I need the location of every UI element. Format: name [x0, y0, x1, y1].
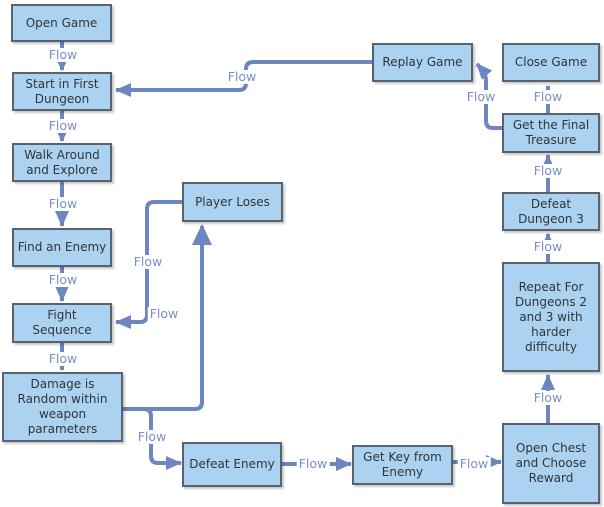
flow-label: Flow — [531, 89, 565, 104]
node-defeat-enemy[interactable]: Defeat Enemy — [182, 442, 282, 487]
flow-label: Flow — [135, 429, 169, 444]
flow-label: Flow — [46, 47, 80, 62]
flow-label: Flow — [296, 456, 330, 471]
flow-label: Flow — [131, 254, 165, 269]
node-label: Player Loses — [195, 194, 270, 209]
node-player-loses[interactable]: Player Loses — [182, 182, 283, 222]
node-label: Start in First Dungeon — [25, 76, 99, 106]
edge-damage-to-loses — [123, 224, 212, 411]
node-label: Get the Final Treasure — [512, 118, 590, 147]
node-walk-around[interactable]: Walk Around and Explore — [12, 143, 112, 182]
flow-label: Flow — [531, 390, 565, 405]
node-label: Defeat Enemy — [189, 457, 275, 471]
node-close-game[interactable]: Close Game — [502, 43, 600, 82]
flow-label: Flow — [46, 118, 80, 133]
node-damage-random[interactable]: Damage is Random within weapon parameter… — [2, 372, 123, 442]
node-find-enemy[interactable]: Find an Enemy — [12, 228, 112, 267]
flow-label: Flow — [46, 196, 80, 211]
node-label: Close Game — [514, 55, 588, 69]
node-open-game[interactable]: Open Game — [11, 4, 112, 42]
node-start-first-dungeon[interactable]: Start in First Dungeon — [12, 72, 112, 111]
node-get-final-treasure[interactable]: Get the Final Treasure — [502, 113, 600, 153]
node-label: Replay Game — [382, 55, 463, 69]
flow-label: Flow — [225, 69, 259, 84]
node-label: Get Key from Enemy — [363, 450, 442, 479]
node-label: Damage is Random within weapon parameter… — [17, 377, 108, 436]
node-label: Walk Around and Explore — [24, 147, 100, 177]
node-defeat-dungeon3[interactable]: Defeat Dungeon 3 — [502, 192, 600, 231]
flow-label: Flow — [464, 89, 498, 104]
node-fight-sequence[interactable]: Fight Sequence — [12, 303, 112, 343]
node-label: Find an Enemy — [17, 240, 107, 254]
node-get-key[interactable]: Get Key from Enemy — [352, 445, 453, 485]
flow-label: Flow — [46, 272, 80, 287]
node-label: Fight Sequence — [32, 308, 92, 337]
node-label: Repeat For Dungeons 2 and 3 with harder … — [514, 279, 588, 354]
flow-label: Flow — [147, 306, 181, 321]
node-repeat-dungeons[interactable]: Repeat For Dungeons 2 and 3 with harder … — [502, 262, 600, 372]
flow-label: Flow — [46, 351, 80, 366]
node-open-chest[interactable]: Open Chest and Choose Reward — [502, 423, 600, 504]
flow-label: Flow — [531, 239, 565, 254]
node-replay-game[interactable]: Replay Game — [372, 43, 473, 82]
node-label: Open Game — [25, 15, 98, 30]
flow-label: Flow — [457, 456, 491, 471]
node-label: Open Chest and Choose Reward — [515, 441, 587, 485]
node-label: Defeat Dungeon 3 — [518, 196, 584, 226]
flow-label: Flow — [531, 163, 565, 178]
